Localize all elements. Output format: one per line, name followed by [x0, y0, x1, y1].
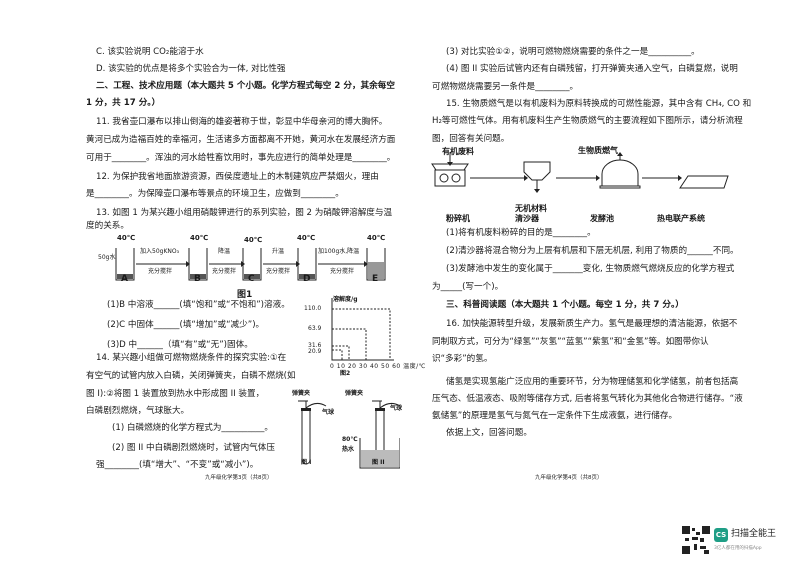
clamp-label-1: 弹簧夹	[292, 390, 311, 397]
page-footer-3: 九年级化学第3页（共8页）	[205, 475, 273, 481]
question-14-4: (4) 图 II 实验后试管内还有白磷残留，打开弹簧夹通入空气，白磷复燃，说明	[446, 64, 738, 74]
question-15-1: (1)将有机废料粉碎的目的是________。	[446, 228, 596, 238]
step-4-bottom: 充分搅拌	[330, 268, 355, 275]
question-16-line: 识“多彩”的氢。	[432, 354, 493, 364]
passage-paragraph: 储氢是实现氢能广泛应用的重要环节，分为物理储氢和化学储氢，前者包括高	[446, 377, 739, 387]
question-14-line: 有空气的试管内放入白磷，关闭弹簧夹，白磷不燃烧(如	[86, 371, 296, 381]
test-tube-drawing	[298, 400, 400, 469]
qr-code-icon	[682, 526, 710, 554]
balloon-label-1: 气球	[322, 409, 335, 416]
stage-label-desander: 清沙器	[515, 214, 539, 223]
question-14: 14. 某兴趣小组做可燃物燃烧条件的探究实验:①在	[96, 353, 287, 363]
y-tick: 20.9	[308, 348, 322, 355]
water-label: 50g水	[98, 254, 116, 261]
solubility-axes	[331, 298, 394, 361]
question-11-line: 黄河已成为造福百姓的幸福河，生活诸多方面都离不开她，黄河水在发展经济方面	[86, 135, 396, 145]
question-12: 12. 为保护我省地面旅游资源，西侯度遗址上的木制建筑应严禁烟火，理由	[96, 172, 379, 182]
question-13-3: (3)D 中______（填“有”或“无”)固体。	[107, 340, 253, 350]
question-12-line: 是________。为保障壶口瀑布等景点的环境卫生，应做到________。	[86, 189, 344, 199]
stage-label-crusher: 粉碎机	[446, 214, 470, 223]
figure-i-caption: 图 I	[301, 459, 312, 466]
question-15-3-line: 为_____(写一个)。	[432, 282, 504, 292]
x-ticks: 0 10 20 30 40 50 60 温度/℃	[330, 363, 426, 370]
step-2-bottom: 充分搅拌	[212, 268, 237, 275]
figure-2-caption: 图2	[340, 370, 351, 377]
step-3-top: 升温	[272, 248, 285, 255]
section-heading: 二、工程、技术应用题（本大题共 5 个小题。化学方程式每空 2 分，其余每空	[96, 81, 395, 91]
question-14-line: 图 I):②将图 1 装置放到热水中形成图 II 装置，	[86, 389, 265, 399]
question-15: 15. 生物质燃气是以有机废料为原料转换成的可燃性能源，其中含有 CH₄, CO…	[446, 99, 752, 109]
input-label: 有机废料	[442, 147, 474, 156]
beaker-label: A	[121, 274, 128, 284]
question-13-line: 度的关系。	[86, 221, 129, 231]
question-16-line: 同制取方式，可分为“绿氢”“灰氢”“蓝氢”“紫氢”和“金氢”等。如图带你认	[432, 337, 709, 347]
beaker-sequence-drawing	[115, 248, 386, 281]
option-d: D. 该实验的优点是将多个实验合为一体, 对比性强	[96, 64, 286, 74]
step-4-top: 加100g水,降温	[318, 248, 360, 255]
page-footer-4: 九年级化学第4页（共8页）	[535, 475, 603, 481]
app-tagline: 3亿人都在用的扫描App	[714, 546, 762, 551]
question-13-2: (2)C 中固体______(填“增加”或“减少”)。	[107, 320, 265, 330]
beaker-label: E	[372, 274, 379, 284]
figure-ii-caption: 图 II	[372, 459, 385, 466]
beaker-label: C	[248, 274, 255, 284]
clamp-label-2: 弹簧夹	[345, 390, 364, 397]
y-axis-label: 溶解度/g	[333, 296, 358, 303]
side-output-label: 无机材料	[515, 204, 547, 213]
y-tick: 63.9	[308, 325, 322, 332]
question-14-1: (1) 白磷燃烧的化学方程式为__________。	[112, 423, 273, 433]
question-15-2: (2)清沙器将混合物分为上层有机层和下层无机层, 利用了物质的______不同。	[446, 246, 739, 256]
beaker-label: B	[194, 274, 201, 284]
step-2-top: 降温	[218, 248, 231, 255]
question-11: 11. 我省壶口瀑布以排山倒海的雄姿著称于世，彰显中华母亲河的博大胸怀。	[96, 117, 388, 127]
temp-label-a: 40℃	[117, 234, 136, 242]
water-temp-label: 80℃	[342, 436, 358, 443]
question-15-line: 图，回答有关问题。	[432, 134, 510, 144]
section-3-heading: 三、科普阅读题（本大题共 1 个小题。每空 1 分，共 7 分。）	[446, 300, 684, 310]
beaker-label: D	[303, 274, 311, 284]
question-11-line: 可用于________。浑浊的河水给牲畜饮用时，事先应进行的简单处理是_____…	[86, 153, 396, 163]
y-tick: 31.6	[308, 342, 322, 349]
temp-label-b: 40℃	[190, 234, 209, 242]
step-1-bottom: 充分搅拌	[148, 268, 173, 275]
passage-instruction: 依据上文，回答问题。	[446, 428, 532, 438]
temp-label-c: 40℃	[244, 236, 263, 244]
camscanner-logo: CS	[714, 528, 728, 542]
stage-label-fermenter: 发酵池	[590, 214, 614, 223]
app-name: 扫描全能王	[731, 529, 777, 539]
section-heading-cont: 1 分，共 17 分。）	[86, 98, 161, 108]
question-14-3: (3) 对比实验①②，说明可燃物燃烧需要的条件之一是__________。	[446, 47, 700, 57]
question-15-line: H₂等可燃性气体。用有机废料生产生物质燃气的主要流程如下图所示，请分析流程	[432, 116, 743, 126]
option-c: C. 该实验说明 CO₂能溶于水	[96, 47, 204, 57]
temp-label-e: 40℃	[367, 234, 386, 242]
question-14-2: (2) 图 II 中白磷剧烈燃烧时，试管内气体压	[112, 443, 275, 453]
step-3-bottom: 充分搅拌	[266, 268, 291, 275]
flow-drawing	[431, 152, 729, 193]
step-1-top: 加入50gKNO₃	[140, 248, 179, 255]
figure-1-caption: 图1	[237, 290, 253, 300]
question-14-4-line: 可燃物燃烧需要另一条件是________。	[432, 82, 579, 92]
stage-label-chp: 热电联产系统	[657, 214, 705, 223]
balloon-label-2: 气球	[390, 405, 403, 412]
question-16: 16. 加快能源转型升级，发展新质生产力。氢气是最理想的清洁能源，依据不	[446, 319, 738, 329]
passage-line: 氨储氢”的原理是氢气与氮气在一定条件下生成液氨，进行储存。	[432, 411, 678, 421]
question-14-line: 白磷剧烈燃烧，气球胀大。	[86, 406, 190, 416]
output-label: 生物质燃气	[578, 146, 618, 155]
question-14-2-line: 强________(填“增大”、“不变”或“减小”)。	[96, 460, 259, 470]
question-13-1: (1)B 中溶液______(填“饱和”或“不饱和”)溶液。	[107, 300, 290, 310]
hot-water-label: 热水	[342, 446, 355, 453]
question-13: 13. 如图 1 为某兴趣小组用硝酸钾进行的系列实验，图 2 为硝酸钾溶解度与温	[96, 208, 393, 218]
temp-label-d: 40℃	[297, 234, 316, 242]
y-tick: 110.0	[304, 305, 322, 312]
question-15-3: (3)发酵池中发生的变化属于_______变化, 生物质燃气燃烧反应的化学方程式	[446, 264, 735, 274]
passage-line: 压气态、低温液态、吸附等储存方式, 后者将氢气转化为其他化合物进行储存。“液	[432, 394, 743, 404]
